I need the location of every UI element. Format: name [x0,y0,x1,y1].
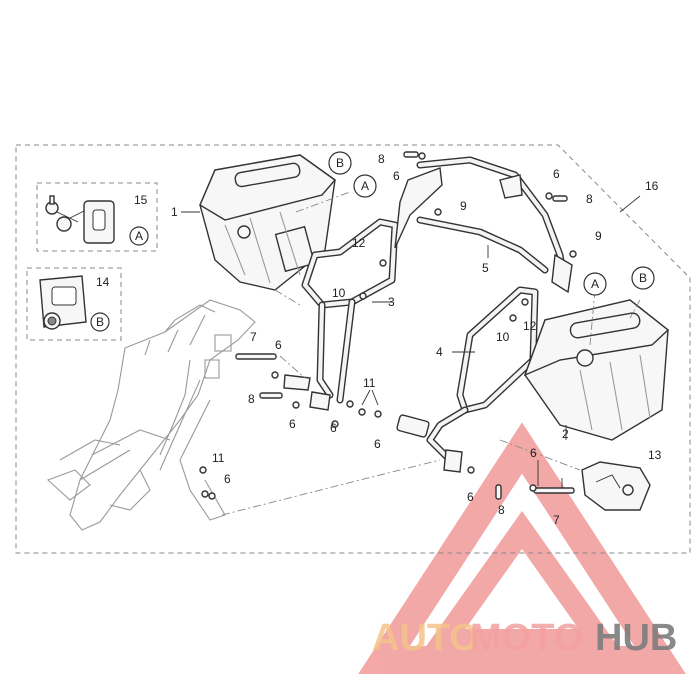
callout-5: 5 [482,261,489,275]
inset-key-box [36,182,158,252]
top-mounting-bracket [394,156,573,294]
reference-circle-b-right: B [631,266,655,290]
callout-6: 6 [374,437,381,451]
accessory-kit-bag [581,461,651,511]
callout-2: 2 [562,427,569,441]
callout-6: 6 [330,421,337,435]
watermark-wordmark: AUTO MOTO HUB [372,617,677,659]
callout-7: 7 [250,330,257,344]
callout-15: 15 [134,193,148,207]
callout-7: 7 [553,513,560,527]
reference-circle-b-inset: B [90,312,110,332]
lock-latch-icon [39,275,87,330]
callout-6: 6 [289,417,296,431]
right-rack-bracket [396,286,539,473]
left-pannier-case [199,154,337,291]
callout-8: 8 [248,392,255,406]
callout-14: 14 [96,275,110,289]
watermark-part-moto: MOTO [470,617,583,659]
reference-circle-a-inset: A [129,226,149,246]
callout-11: 11 [212,451,225,465]
fastener-hardware [199,151,577,500]
reference-circle-a-left: A [353,174,377,198]
callout-6: 6 [467,490,474,504]
inset-lock-box [26,267,122,341]
callout-12: 12 [352,236,366,250]
callout-9: 9 [595,229,602,243]
reference-letter: B [96,315,104,329]
callout-8: 8 [586,192,593,206]
right-pannier-case [523,299,670,441]
callout-3: 3 [388,295,395,309]
callout-10: 10 [332,286,346,300]
callout-6: 6 [530,446,537,460]
callout-9: 9 [460,199,467,213]
assembly-guide-lines [221,191,641,516]
reference-circle-b-left: B [328,151,352,175]
callout-8: 8 [498,503,505,517]
reference-circle-a-right: A [583,272,607,296]
callout-10: 10 [496,330,510,344]
watermark-part-hub: HUB [595,617,677,659]
callout-4: 4 [436,345,443,359]
callout-leader-lines [181,195,641,488]
part-callouts: 1 2 3 4 5 6 6 6 6 6 6 6 6 6 7 7 8 8 8 8 … [96,152,662,527]
callout-12: 12 [523,319,537,333]
reference-letter: A [361,179,369,193]
lock-cylinder-icon [83,200,115,244]
watermark-logo-mark [358,422,686,674]
callout-6: 6 [275,338,282,352]
reference-letter: B [639,271,647,285]
callout-6: 6 [224,472,231,486]
callout-6: 6 [553,167,560,181]
callout-1: 1 [171,205,178,219]
left-rack-bracket [283,218,399,411]
reference-letter: B [336,156,344,170]
callout-16: 16 [645,179,659,193]
callout-6: 6 [393,169,400,183]
reference-letter: A [591,277,599,291]
callout-8: 8 [378,152,385,166]
watermark-part-auto: AUTO [372,617,479,659]
motorcycle-frame-ghost [46,299,256,531]
kit-boundary-outline [15,144,691,554]
callout-13: 13 [648,448,662,462]
callout-11: 11 [363,376,376,390]
reference-letter: A [135,229,143,243]
